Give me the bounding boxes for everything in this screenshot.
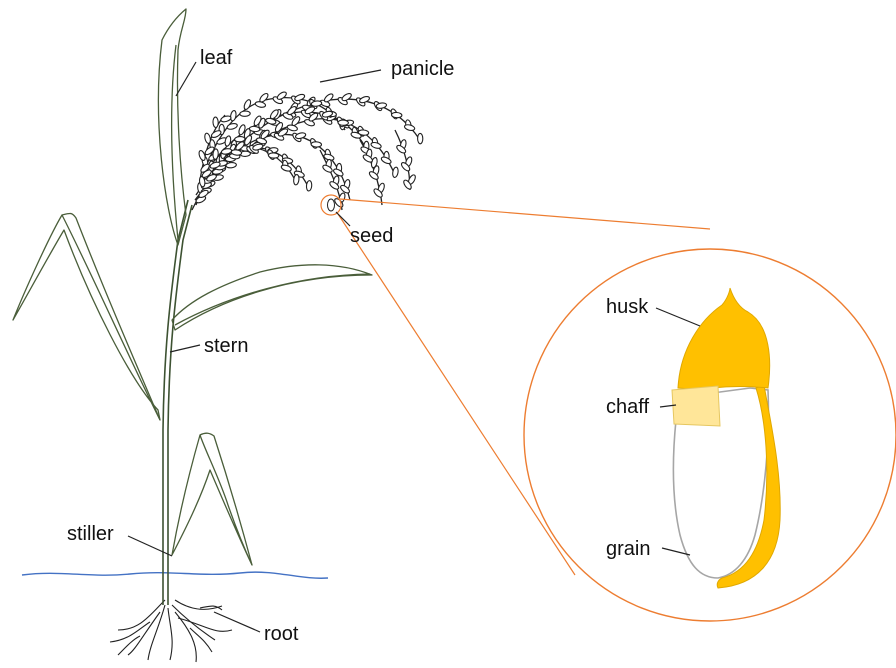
- stiller-leader: [128, 536, 172, 556]
- panicle-grain: [249, 126, 260, 132]
- panicle-grain: [338, 120, 349, 126]
- label-seed: seed: [350, 225, 393, 247]
- right-leaf-midrib: [175, 274, 370, 325]
- panicle-grain: [306, 180, 312, 191]
- panicle-grain: [213, 117, 219, 128]
- panicle-grain: [359, 95, 371, 104]
- stern-leader: [170, 345, 200, 352]
- label-chaff: chaff: [606, 396, 649, 418]
- panicle-grain: [220, 115, 231, 123]
- seed-leader: [336, 212, 350, 226]
- panicle-grain: [240, 111, 251, 117]
- root-leader: [214, 612, 260, 632]
- leaf-leader: [176, 62, 196, 96]
- panicle-grain: [391, 112, 402, 118]
- panicle-grain: [341, 92, 353, 102]
- panicle-leader: [320, 70, 381, 82]
- panicle-grain: [224, 135, 231, 146]
- panicle-grain: [392, 167, 399, 178]
- panicle-grain: [404, 124, 415, 132]
- right-leaf: [172, 265, 372, 330]
- label-stiller: stiller: [67, 523, 114, 545]
- zoom-line-top: [340, 199, 710, 229]
- panicle-grain: [227, 123, 238, 131]
- seed-marker: [328, 199, 335, 211]
- panicle: [192, 91, 423, 210]
- panicle-grain: [293, 174, 299, 185]
- panicle-grain: [268, 153, 279, 159]
- panicle-grain: [258, 92, 269, 103]
- panicle-grain: [276, 91, 287, 101]
- panicle-grain: [418, 133, 423, 143]
- main-stem: [163, 200, 188, 605]
- tiller-leaf: [172, 435, 252, 565]
- panicle-grain: [323, 93, 334, 104]
- label-husk: husk: [606, 296, 649, 318]
- label-stern: stern: [204, 335, 248, 357]
- panicle-grain: [243, 99, 252, 111]
- panicle-grain: [281, 164, 293, 172]
- panicle-grain: [311, 142, 322, 148]
- label-grain: grain: [606, 538, 650, 560]
- chaff: [672, 386, 720, 426]
- label-panicle: panicle: [391, 58, 454, 80]
- panicle-grain: [204, 133, 211, 144]
- main-stem-inner: [168, 205, 192, 605]
- panicle-grain: [234, 136, 245, 142]
- label-leaf: leaf: [200, 47, 233, 69]
- label-root: root: [264, 623, 299, 645]
- panicle-grain: [370, 141, 381, 149]
- panicle-grain: [294, 93, 306, 102]
- root-system: [110, 600, 232, 662]
- ground-line: [22, 572, 328, 578]
- panicle-grain: [380, 156, 392, 165]
